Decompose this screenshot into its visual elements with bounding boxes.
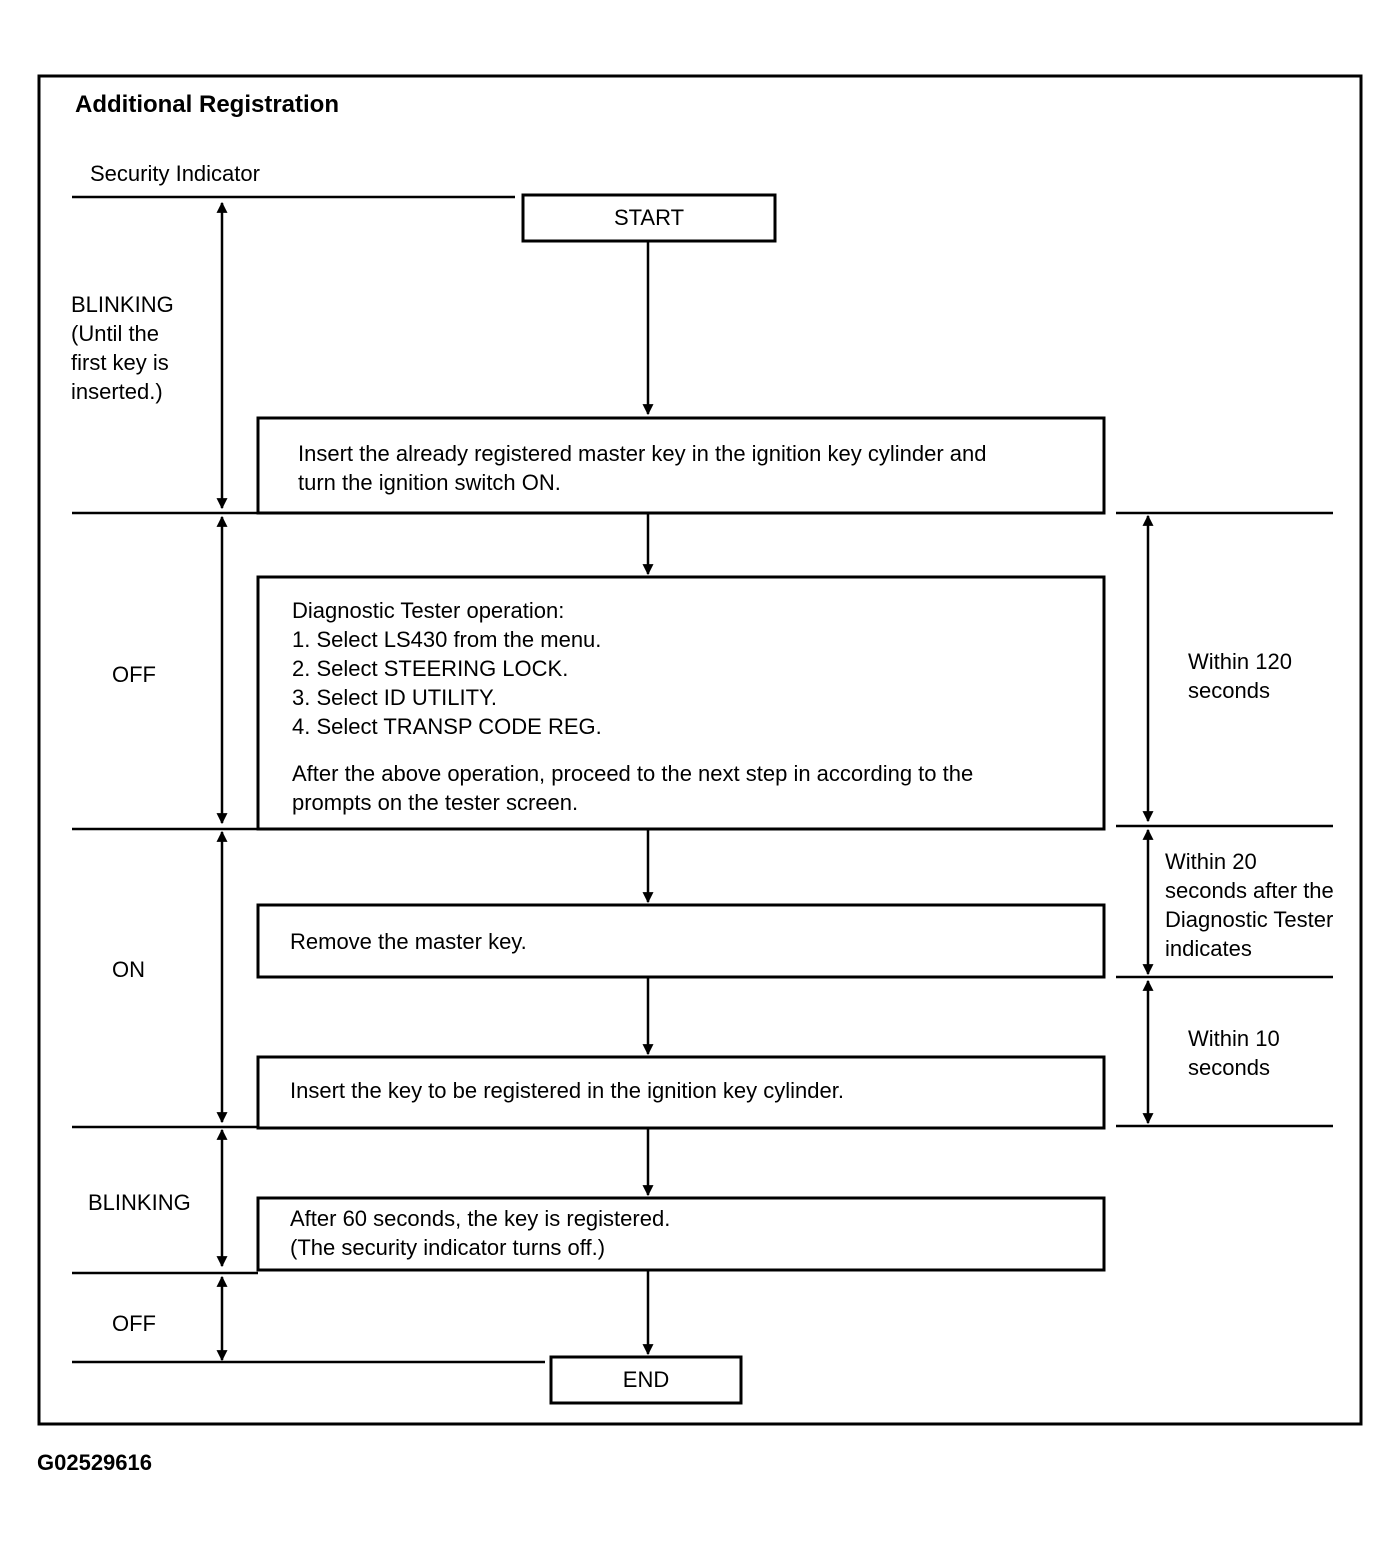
timing-label-10-seconds: Within 10 seconds xyxy=(1188,1026,1280,1080)
indicator-state-blinking: BLINKING xyxy=(88,1190,191,1215)
figure-code: G02529616 xyxy=(37,1450,152,1475)
step-text-tester-operation: Diagnostic Tester operation: 1. Select L… xyxy=(292,598,602,739)
step-text-insert-master-key: Insert the already registered master key… xyxy=(298,441,987,495)
indicator-state-on: ON xyxy=(112,957,145,982)
end-terminal xyxy=(549,1355,743,1405)
flow-boxes xyxy=(256,193,1106,1405)
step-text-insert-new-key: Insert the key to be registered in the i… xyxy=(290,1078,844,1103)
left-phase-lines xyxy=(72,195,545,1364)
start-label: START xyxy=(613,205,685,230)
start-terminal xyxy=(521,193,777,243)
diagram-title: Additional Registration xyxy=(75,91,339,118)
indicator-header: Security Indicator xyxy=(90,161,260,186)
outer-frame xyxy=(37,74,1363,1426)
step-box-5 xyxy=(256,1196,1106,1272)
step-text-after-operation: After the above operation, proceed to th… xyxy=(292,761,974,815)
end-label: END xyxy=(622,1367,670,1392)
indicator-state-off-2: OFF xyxy=(112,1311,156,1336)
step-box-4 xyxy=(256,1055,1106,1130)
timing-label-20-seconds: Within 20 seconds after the Diagnostic T… xyxy=(1165,849,1334,961)
step-box-2 xyxy=(256,575,1106,831)
indicator-state-off-1: OFF xyxy=(112,662,156,687)
step-text-key-registered: After 60 seconds, the key is registered.… xyxy=(290,1206,671,1260)
step-text-remove-master-key: Remove the master key. xyxy=(290,929,527,954)
right-timing-lines xyxy=(1116,511,1333,1128)
step-box-3 xyxy=(256,903,1106,979)
indicator-state-blinking-initial: BLINKING (Until the first key is inserte… xyxy=(71,292,174,404)
step-box-1 xyxy=(256,416,1106,515)
timing-label-120-seconds: Within 120 seconds xyxy=(1188,649,1292,703)
